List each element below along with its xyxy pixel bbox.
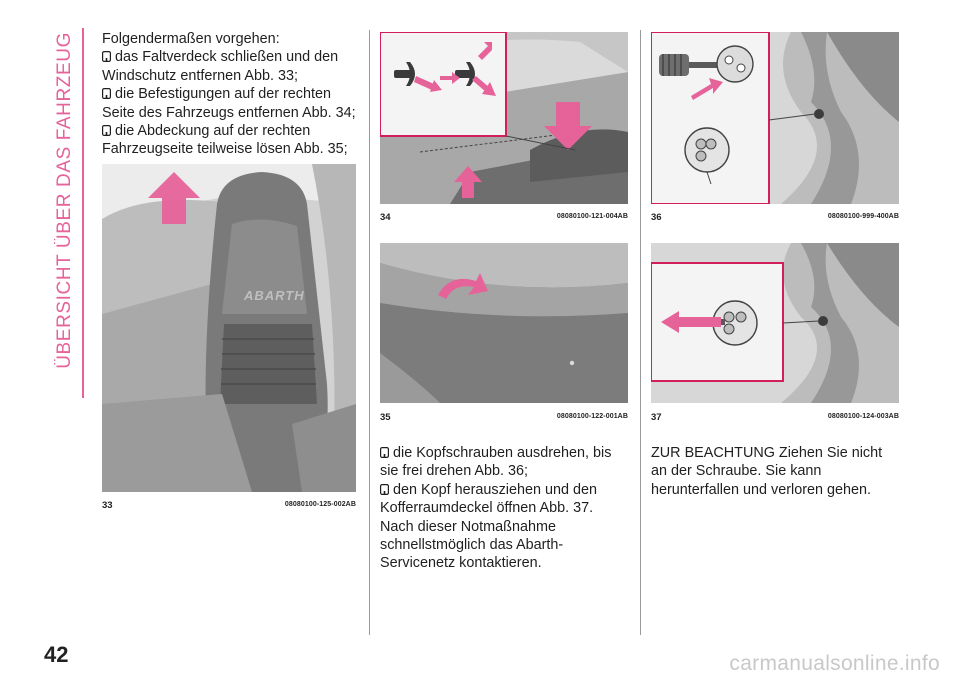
figure-34-caption: 34 08080100-121-004AB <box>380 212 628 226</box>
bullet-icon <box>102 51 111 63</box>
figure-33-seat-image: ABARTH <box>102 164 356 492</box>
bullet-item: die Kopfschrauben ausdrehen, bis sie fre… <box>380 444 630 481</box>
bullet-item: die Abdeckung auf der rechten Fahrzeugse… <box>102 122 364 159</box>
figure-code: 08080100-999-400AB <box>827 213 899 220</box>
note-text: ZUR BEACHTUNG Ziehen Sie nicht an der Sc… <box>651 445 883 498</box>
figure-36-caption: 36 08080100-999-400AB <box>651 212 899 226</box>
figure-36-screw-unscrew-image <box>651 32 899 204</box>
page-number: 42 <box>44 642 69 667</box>
intro-text: Folgendermaßen vorgehen: <box>102 31 280 47</box>
column-separator <box>640 30 641 635</box>
figure-number: 34 <box>380 212 391 223</box>
figure-37-caption: 37 08080100-124-003AB <box>651 412 899 426</box>
bullet-icon <box>380 483 389 495</box>
figure-35-cover-image <box>380 243 628 403</box>
section-title-rule <box>82 28 84 398</box>
figure-37-screw-pull-image <box>651 243 899 403</box>
seat-logo: ABARTH <box>244 288 305 303</box>
bullet-icon <box>102 125 111 137</box>
column3-note: ZUR BEACHTUNG Ziehen Sie nicht an der Sc… <box>651 444 901 499</box>
bullet-item: die Befestigungen auf der rechten Seite … <box>102 85 364 122</box>
figure-number: 36 <box>651 212 662 223</box>
bullet-text: das Faltverdeck schließen und den Windsc… <box>102 49 339 84</box>
watermark: carmanualsonline.info <box>729 652 940 675</box>
bullet-item: das Faltverdeck schließen und den Windsc… <box>102 48 364 85</box>
bullet-icon <box>102 88 111 100</box>
figure-code: 08080100-122-001AB <box>556 413 628 420</box>
figure-number: 33 <box>102 500 113 511</box>
figure-number: 37 <box>651 412 662 423</box>
column2-text: die Kopfschrauben ausdrehen, bis sie fre… <box>380 444 630 573</box>
figure-code: 08080100-124-003AB <box>827 413 899 420</box>
figure-33-caption: 33 08080100-125-002AB <box>102 500 356 514</box>
figure-code: 08080100-125-002AB <box>284 501 356 508</box>
bullet-item: den Kopf herausziehen und den Kofferraum… <box>380 481 630 573</box>
section-title: ÜBERSICHT ÜBER DAS FAHRZEUG <box>54 32 75 369</box>
column-separator <box>369 30 370 635</box>
bullet-text: die Befestigungen auf der rechten Seite … <box>102 86 356 121</box>
figure-number: 35 <box>380 412 391 423</box>
figure-35-caption: 35 08080100-122-001AB <box>380 412 628 426</box>
bullet-icon <box>380 447 389 458</box>
bullet-text: die Kopfschrauben ausdrehen, bis sie fre… <box>380 445 612 480</box>
column1-text: Folgendermaßen vorgehen: das Faltverdeck… <box>102 30 364 159</box>
figure-34-fasteners-image <box>380 32 628 204</box>
bullet-text: den Kopf herausziehen und den Kofferraum… <box>380 481 598 572</box>
bullet-text: die Abdeckung auf der rechten Fahrzeugse… <box>102 123 348 158</box>
figure-code: 08080100-121-004AB <box>556 213 628 220</box>
